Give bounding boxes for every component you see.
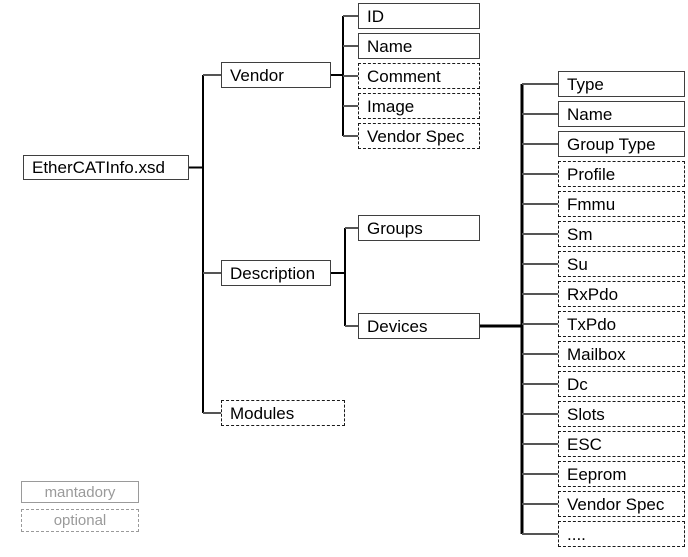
node-label: Description (230, 263, 316, 283)
node-label: Type (567, 74, 604, 94)
node-label: Eeprom (567, 464, 627, 484)
node-ethercatinfo-xsd[interactable]: EtherCATInfo.xsd (23, 155, 189, 180)
node-label: Name (567, 104, 613, 124)
node-vendor[interactable]: Vendor (221, 62, 331, 88)
node-label: Vendor Spec (567, 494, 665, 514)
node-label: Profile (567, 164, 616, 184)
node-label: Comment (367, 66, 441, 86)
legend-label: optional (53, 512, 107, 529)
node-label: Vendor (230, 65, 284, 85)
node-label: Sm (567, 224, 593, 244)
node-rxpdo[interactable]: RxPdo (558, 281, 685, 307)
node-label: ESC (567, 434, 602, 454)
node-vendor-spec[interactable]: Vendor Spec (558, 491, 685, 517)
node-label: Groups (367, 218, 423, 238)
node-mailbox[interactable]: Mailbox (558, 341, 685, 367)
node-label: ID (367, 6, 384, 26)
node-comment[interactable]: Comment (358, 63, 480, 89)
node-txpdo[interactable]: TxPdo (558, 311, 685, 337)
node-label: TxPdo (567, 314, 617, 334)
node-slots[interactable]: Slots (558, 401, 685, 427)
node-label: Vendor Spec (367, 126, 465, 146)
node-group-type[interactable]: Group Type (558, 131, 685, 157)
node-esc[interactable]: ESC (558, 431, 685, 457)
node-label: RxPdo (567, 284, 619, 304)
node-label: Modules (230, 403, 295, 423)
node-label: Su (567, 254, 588, 274)
node-label: Slots (567, 404, 605, 424)
node-label: .... (567, 524, 586, 544)
node-label: EtherCATInfo.xsd (32, 158, 165, 177)
node-devices[interactable]: Devices (358, 313, 480, 339)
node-label: Name (367, 36, 413, 56)
node-eeprom[interactable]: Eeprom (558, 461, 685, 487)
node-label: Group Type (567, 134, 656, 154)
node-su[interactable]: Su (558, 251, 685, 277)
node-label: Devices (367, 316, 428, 336)
node-id[interactable]: ID (358, 3, 480, 29)
node-profile[interactable]: Profile (558, 161, 685, 187)
node-label: Mailbox (567, 344, 626, 364)
node-groups[interactable]: Groups (358, 215, 480, 241)
node-sm[interactable]: Sm (558, 221, 685, 247)
legend-item-mantadory: mantadory (21, 481, 139, 503)
node-label: Dc (567, 374, 588, 394)
node-description[interactable]: Description (221, 260, 331, 286)
node-ellipsis[interactable]: .... (558, 521, 685, 547)
legend-label: mantadory (44, 483, 116, 501)
node-name[interactable]: Name (358, 33, 480, 59)
node-dc[interactable]: Dc (558, 371, 685, 397)
node-label: Image (367, 96, 415, 116)
node-image[interactable]: Image (358, 93, 480, 119)
node-modules[interactable]: Modules (221, 400, 345, 426)
node-type[interactable]: Type (558, 71, 685, 97)
node-label: Fmmu (567, 194, 616, 214)
node-name[interactable]: Name (558, 101, 685, 127)
legend-item-optional: optional (21, 509, 139, 532)
node-vendor-spec[interactable]: Vendor Spec (358, 123, 480, 149)
node-fmmu[interactable]: Fmmu (558, 191, 685, 217)
